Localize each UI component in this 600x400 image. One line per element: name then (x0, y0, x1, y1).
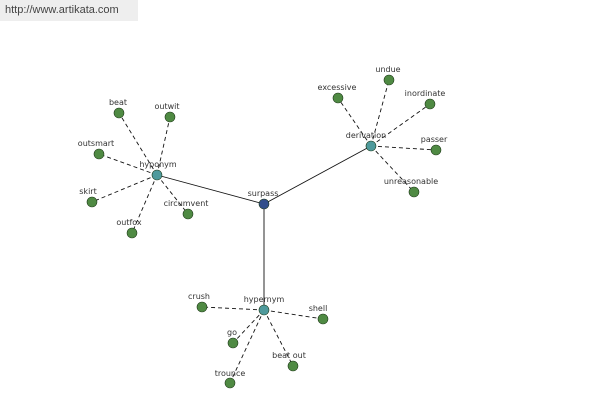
relation-derivation-node[interactable] (365, 140, 377, 152)
word-outsmart-node[interactable] (93, 148, 105, 160)
word-beat-out-label[interactable]: beat out (272, 351, 306, 360)
word-undue-node[interactable] (383, 74, 395, 86)
edge-derivation-undue (370, 79, 390, 147)
edge-hyponym-skirt (91, 174, 158, 203)
word-passer-label[interactable]: passer (421, 135, 448, 144)
word-surpass-label[interactable]: surpass (248, 189, 279, 198)
word-circumvent-node[interactable] (182, 208, 194, 220)
word-beat-label[interactable]: beat (109, 98, 127, 107)
word-inordinate-node[interactable] (424, 98, 436, 110)
word-excessive-node[interactable] (332, 92, 344, 104)
word-outfox-node[interactable] (126, 227, 138, 239)
edge-hyponym-beat (118, 112, 158, 176)
relation-hyponym-label[interactable]: hyponym (139, 160, 177, 169)
edge-hyponym-circumvent (156, 174, 189, 215)
watermark-url[interactable]: http://www.artikata.com (0, 0, 138, 21)
word-shell-node[interactable] (317, 313, 329, 325)
word-unreasonable-label[interactable]: unreasonable (384, 177, 438, 186)
edge-derivation-excessive (337, 97, 372, 147)
edges-layer (91, 79, 437, 384)
edge-hyponym-outsmart (98, 153, 158, 176)
labels-layer: surpass hyponym beat outwit outsmart skirt out… (78, 65, 448, 378)
word-circumvent-label[interactable]: circumvent (164, 199, 209, 208)
edge-hypernym-go (232, 309, 265, 344)
word-inordinate-label[interactable]: inordinate (405, 89, 446, 98)
word-go-node[interactable] (227, 337, 239, 349)
word-excessive-label[interactable]: excessive (318, 83, 357, 92)
word-outwit-label[interactable]: outwit (154, 102, 179, 111)
word-surpass-node[interactable] (258, 198, 270, 210)
edge-derivation-inordinate (370, 103, 431, 147)
word-shell-label[interactable]: shell (309, 304, 328, 313)
edge-derivation-unreasonable (370, 145, 415, 193)
edge-surpass-derivation (263, 145, 372, 205)
word-trounce-node[interactable] (224, 377, 236, 389)
edge-hypernym-shell (263, 309, 324, 320)
nodes-layer (86, 74, 442, 389)
word-passer-node[interactable] (430, 144, 442, 156)
word-outsmart-label[interactable]: outsmart (78, 139, 114, 148)
word-outwit-node[interactable] (164, 111, 176, 123)
word-go-label[interactable]: go (227, 328, 237, 337)
word-skirt-label[interactable]: skirt (79, 187, 96, 196)
edge-surpass-hyponym (156, 174, 265, 205)
relation-hypernym-node[interactable] (258, 304, 270, 316)
word-trounce-label[interactable]: trounce (215, 369, 246, 378)
edge-hyponym-outfox (131, 174, 158, 234)
relation-hypernym-label[interactable]: hypernym (244, 295, 285, 304)
edge-derivation-passer (370, 145, 437, 151)
edge-hypernym-crush (201, 306, 265, 311)
word-unreasonable-node[interactable] (408, 186, 420, 198)
word-beat-node[interactable] (113, 107, 125, 119)
word-crush-label[interactable]: crush (188, 292, 210, 301)
edge-hypernym-beat-out (263, 309, 294, 367)
word-skirt-node[interactable] (86, 196, 98, 208)
word-beat-out-node[interactable] (287, 360, 299, 372)
edge-hyponym-outwit (156, 116, 171, 176)
relation-hyponym-node[interactable] (151, 169, 163, 181)
word-undue-label[interactable]: undue (375, 65, 400, 74)
relation-derivation-label[interactable]: derivation (346, 131, 386, 140)
word-outfox-label[interactable]: outfox (116, 218, 142, 227)
word-crush-node[interactable] (196, 301, 208, 313)
